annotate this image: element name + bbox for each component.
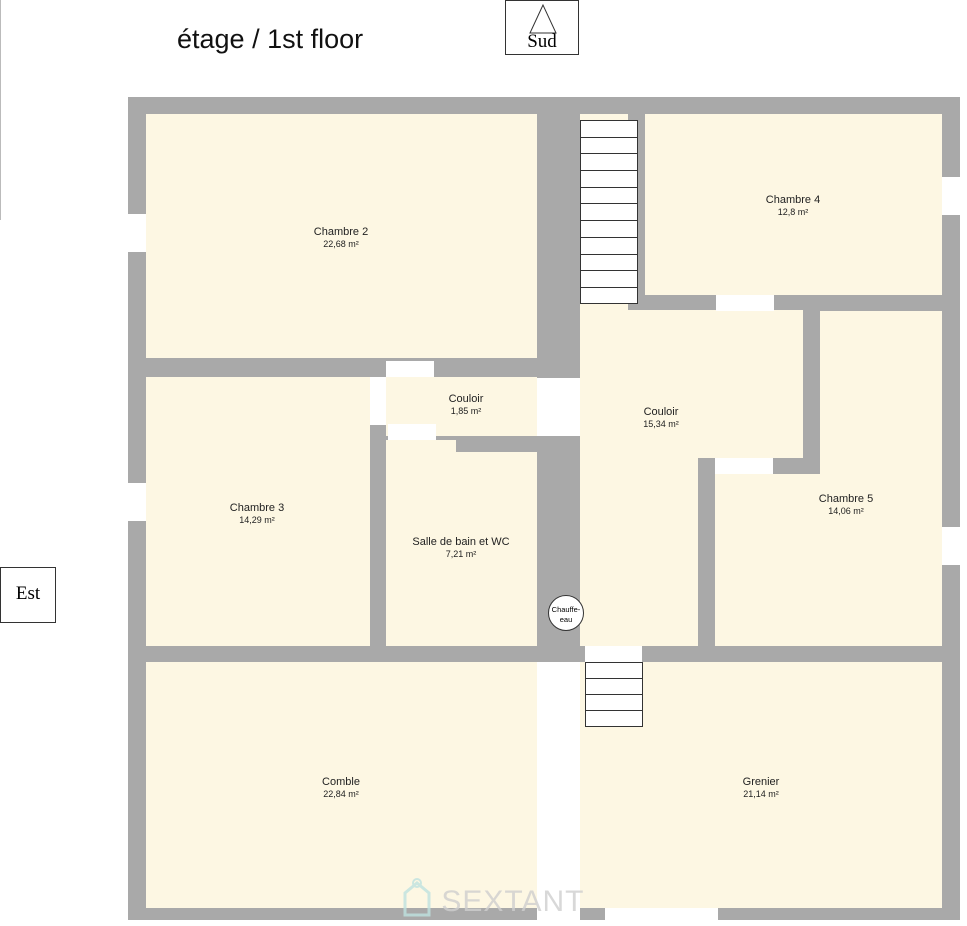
room-area: 22,84 m² [323,789,359,799]
room-chambre-4 [645,114,942,295]
compass-south: Sud [505,0,579,55]
door [386,361,434,377]
passage [537,662,580,920]
room-name: Salle de bain et WC [412,536,510,548]
opening [537,378,580,436]
watermark: SEXTANT [402,877,584,919]
room-chambre-5 [820,311,942,646]
room-area: 1,85 m² [450,406,482,416]
page-title: étage / 1st floor [177,24,364,54]
door [585,646,642,662]
compass-east-label: Est [15,583,41,604]
room-name: Comble [322,776,360,788]
room-area: 21,14 m² [743,789,779,799]
compass-east: Est [0,567,56,623]
compass-south-label: Sud [527,31,557,52]
door [715,458,773,474]
window [128,483,146,521]
room-chambre-2 [146,114,537,358]
window [942,177,960,215]
room-sdb-main [456,452,537,646]
room-area: 15,34 m² [643,419,679,429]
watermark-text: SEXTANT [441,885,585,918]
room-couloir-lower [580,458,698,646]
window [128,214,146,252]
room-name: Chambre 3 [229,502,285,514]
room-comble [146,662,537,908]
room-sdb [386,440,456,646]
staircase-lower [585,662,643,727]
left-edge-line [0,0,1,220]
staircase-upper [580,120,638,304]
room-name: Chambre 5 [818,493,874,505]
door [370,377,386,425]
door [716,295,774,311]
room-chambre-5-wing [715,474,825,646]
room-area: 14,29 m² [239,515,275,525]
window [942,527,960,565]
room-area: 7,21 m² [445,549,477,559]
room-chambre-3 [146,377,370,646]
water-heater: Chauffe-eau [548,595,584,631]
room-name: Couloir [643,406,679,418]
room-name: Chambre 4 [765,194,821,206]
room-area: 22,68 m² [323,239,359,249]
room-name: Chambre 2 [313,226,369,238]
window [605,908,718,920]
room-couloir [580,310,803,458]
room-name: Couloir [448,393,484,405]
door [388,424,436,440]
north-arrow-icon [529,3,557,34]
house-tag-icon [403,878,431,917]
room-name: Grenier [742,776,780,788]
room-area: 12,8 m² [777,207,809,217]
room-area: 14,06 m² [828,506,864,516]
